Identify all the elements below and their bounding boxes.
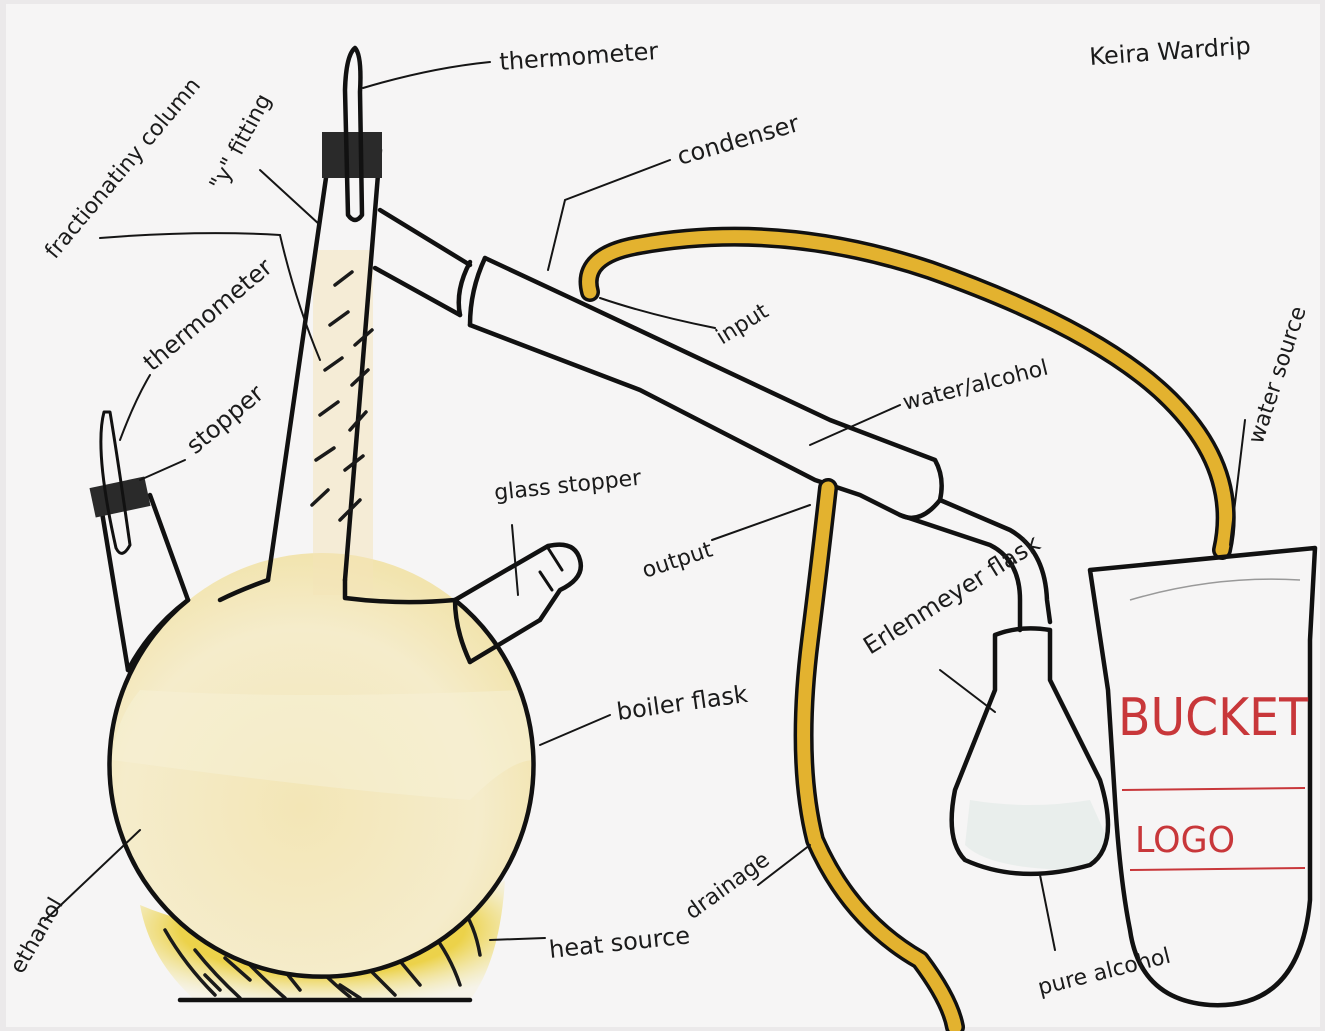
- label-water-alcohol: water/alcohol: [900, 356, 1050, 416]
- label-drainage: drainage: [681, 847, 775, 925]
- boiler-flask: [110, 553, 535, 977]
- label-heat-source: heat source: [548, 921, 692, 964]
- label-fractionating-column: fractionatiny column: [40, 73, 205, 263]
- label-ethanol: ethanol: [6, 894, 69, 978]
- label-input: input: [712, 299, 774, 350]
- label-thermometer-top: thermometer: [498, 37, 659, 76]
- label-boiler-flask: boiler flask: [615, 680, 749, 726]
- label-erlenmeyer-flask: Erlenmeyer flask: [858, 529, 1045, 660]
- label-y-fitting: "y" fitting: [205, 90, 277, 195]
- bucket-title: BUCKET: [1118, 688, 1308, 748]
- label-water-source: water source: [1244, 303, 1312, 446]
- bucket: BUCKET LOGO: [1090, 548, 1315, 1005]
- bucket-logo: LOGO: [1135, 820, 1235, 861]
- erlenmeyer-flask: [952, 628, 1108, 874]
- label-glass-stopper: glass stopper: [493, 466, 643, 506]
- label-stopper: stopper: [181, 379, 269, 459]
- label-thermometer-left: thermometer: [138, 253, 278, 377]
- label-condenser: condenser: [674, 109, 802, 171]
- label-pure-alcohol: pure alcohol: [1035, 944, 1173, 1001]
- author-name: Keira Wardrip: [1088, 32, 1251, 71]
- label-output: output: [639, 537, 716, 583]
- drainage-tube: [804, 488, 955, 1027]
